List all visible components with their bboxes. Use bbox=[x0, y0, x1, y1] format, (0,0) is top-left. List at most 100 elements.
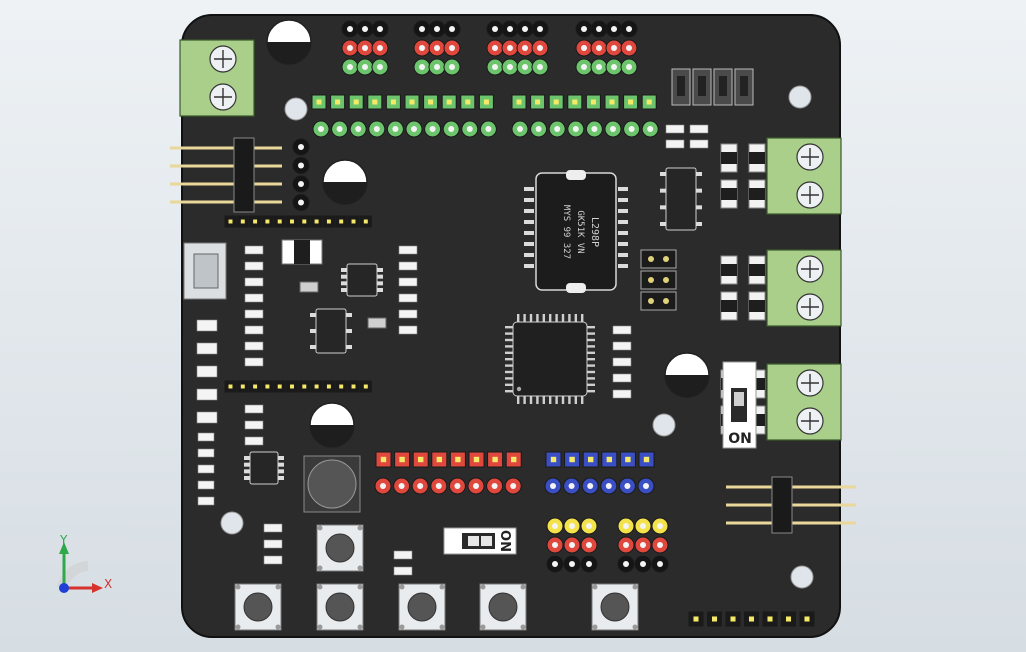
slide-switch-bottom[interactable]: ON bbox=[443, 527, 517, 555]
green-square-header-right-cell-pad bbox=[590, 99, 596, 105]
soic-chip-right-lead bbox=[696, 188, 702, 193]
black-header-vertical-pin-hole bbox=[298, 162, 304, 169]
soic-chip-right-lead bbox=[660, 222, 666, 226]
mcu-lead bbox=[542, 396, 545, 404]
green-square-header-right-cell-pad bbox=[553, 99, 559, 105]
green-round-header-left-pin-hole bbox=[318, 126, 324, 132]
servo-header-3-gnd-pin-hole bbox=[611, 26, 617, 32]
slide-switch-bottom-label: ON bbox=[497, 530, 512, 552]
soic-chip-upper bbox=[346, 263, 378, 297]
black-header-row-lower-cell-pad bbox=[302, 384, 307, 389]
mcu-lead bbox=[505, 345, 513, 348]
mcu-lead bbox=[536, 314, 539, 322]
ic-marking-2: GK51K VN bbox=[575, 210, 585, 253]
tactile-button-reset-leg bbox=[317, 565, 323, 571]
sensor-header-0-gnd-pin-hole bbox=[552, 561, 558, 567]
black-header-row-lower-cell-pad bbox=[314, 384, 319, 389]
tactile-button-1-leg bbox=[235, 624, 241, 630]
tactile-button-4-leg bbox=[520, 624, 526, 630]
tactile-button-1-leg bbox=[275, 624, 281, 630]
right-header-housing bbox=[771, 476, 793, 534]
tactile-button-reset-cap bbox=[325, 533, 355, 563]
smd-pad-mid-column bbox=[398, 245, 418, 255]
red-square-header-cell-pad bbox=[492, 456, 498, 463]
slide-switch-bottom-knob-a bbox=[468, 536, 479, 546]
tactile-button-reset-leg bbox=[357, 565, 363, 571]
servo-header-1-gnd-pin-hole bbox=[419, 26, 425, 32]
l298p-lead bbox=[618, 231, 628, 235]
l298p-lead bbox=[524, 220, 534, 224]
black-header-bottom-right-cell-pad bbox=[730, 616, 736, 622]
green-round-header-left-pin-hole bbox=[429, 126, 436, 132]
red-round-header-pin-hole bbox=[417, 483, 424, 489]
sensor-header-1-gnd-pin-hole bbox=[657, 561, 663, 567]
mcu-lead bbox=[581, 396, 584, 404]
servo-header-2-gnd-pin-hole bbox=[522, 26, 528, 32]
l298p-lead bbox=[618, 198, 628, 202]
green-round-header-right-pin-hole bbox=[535, 126, 542, 132]
sot-regulator-lead bbox=[310, 345, 316, 349]
servo-header-2-gnd-pin-hole bbox=[492, 26, 498, 32]
capacitor-mid-right-stripe bbox=[665, 375, 709, 397]
servo-header-3-gnd-pin-hole bbox=[581, 26, 587, 32]
servo-header-2-sig-pin-hole bbox=[537, 64, 543, 70]
green-square-header-left-cell-pad bbox=[446, 99, 452, 105]
soic-chip-upper-lead bbox=[377, 274, 383, 279]
jumper-3x2-pin bbox=[663, 277, 669, 283]
green-square-header-left-cell-pad bbox=[372, 99, 378, 105]
mcu-lead bbox=[505, 358, 513, 361]
smd-diode-right-body bbox=[749, 264, 765, 276]
smd-pad-mid-column bbox=[398, 309, 418, 319]
servo-header-3-gnd-pin-hole bbox=[626, 26, 632, 32]
black-header-bottom-right-cell-pad bbox=[748, 616, 755, 622]
soic-chip-right-lead bbox=[696, 222, 702, 226]
tactile-button-4-leg bbox=[520, 584, 526, 590]
sot-regulator-lead bbox=[346, 345, 352, 349]
black-header-bottom-right-cell-pad bbox=[711, 616, 718, 622]
soic-chip-right-lead bbox=[696, 205, 702, 210]
sensor-header-0-vcc-pin-hole bbox=[552, 542, 558, 548]
mcu-lead bbox=[517, 314, 520, 322]
mcu-lead bbox=[505, 364, 513, 367]
servo-header-2-vcc-pin-hole bbox=[492, 45, 498, 51]
soic-chip-lower-lead bbox=[278, 456, 284, 460]
green-round-header-right-pin-hole bbox=[628, 126, 635, 132]
mcu-lead bbox=[587, 351, 595, 354]
black-header-row-upper-cell-pad bbox=[339, 219, 344, 224]
green-square-header-left-cell-pad bbox=[428, 99, 434, 105]
smd-pad-mid-column bbox=[398, 325, 418, 335]
black-header-vertical-pin-hole bbox=[298, 199, 304, 206]
blue-square-header-cell-pad bbox=[625, 456, 631, 463]
black-header-bottom-right-cell-pad bbox=[767, 616, 773, 622]
left-header-housing bbox=[233, 137, 255, 213]
soic-chip-upper-lead bbox=[377, 281, 383, 286]
blue-square-header-cell-pad bbox=[588, 456, 594, 463]
servo-header-2-gnd-pin-hole bbox=[507, 26, 513, 32]
sensor-header-0-sig-pin-hole bbox=[586, 523, 592, 529]
red-square-header-cell-pad bbox=[473, 456, 480, 463]
soic-chip-right bbox=[665, 167, 697, 231]
smd-diode-right-body bbox=[721, 188, 737, 200]
sensor-header-1-gnd-pin-hole bbox=[623, 561, 629, 567]
mcu-lead bbox=[549, 314, 552, 322]
l298p-lead bbox=[618, 253, 628, 257]
smd-pad-left-column bbox=[244, 261, 264, 271]
smd-pad-left-column bbox=[244, 293, 264, 303]
green-square-header-right-cell-pad bbox=[646, 99, 652, 105]
smd-pad-lower-left bbox=[197, 448, 215, 458]
tactile-button-1-cap bbox=[243, 592, 273, 622]
sot-regulator-lead bbox=[346, 313, 352, 317]
tactile-button-5-leg bbox=[632, 624, 638, 630]
mcu-lead bbox=[505, 332, 513, 335]
jumper-block-top-slot bbox=[719, 76, 727, 96]
slide-switch-right[interactable]: ON bbox=[722, 361, 757, 449]
servo-header-1-sig-pin-hole bbox=[419, 64, 425, 70]
black-header-row-lower-cell-pad bbox=[277, 384, 282, 389]
black-header-row-upper-cell-pad bbox=[363, 219, 368, 224]
smd-pad-left-column bbox=[244, 357, 264, 367]
sensor-header-1-sig-pin-hole bbox=[657, 523, 663, 529]
l298p-lead bbox=[618, 187, 628, 191]
l298p-lead bbox=[618, 242, 628, 246]
l298p-lead bbox=[524, 231, 534, 235]
